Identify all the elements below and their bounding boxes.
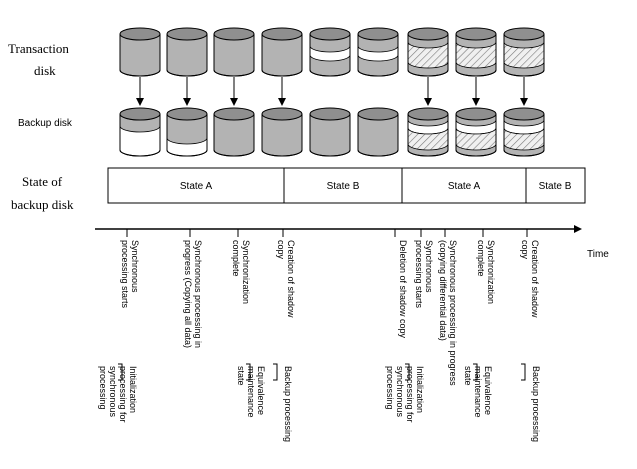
event-label: copy <box>520 240 530 260</box>
bracket-label: Equivalence <box>256 366 266 415</box>
bracket-label: processing <box>98 366 108 410</box>
copy-arrows <box>136 77 528 106</box>
bracket-label: processing for <box>118 366 128 423</box>
event-label: (copying differential data) <box>438 240 448 341</box>
transaction-disk <box>357 27 399 77</box>
bracket-label: Backup processing <box>531 366 541 442</box>
state-label-a1: State A <box>180 181 213 192</box>
event-label: Synchronous processing in progress <box>448 240 458 386</box>
backup-disk <box>309 107 351 157</box>
bracket <box>521 363 526 381</box>
transaction-disk <box>119 27 161 77</box>
backup-disk <box>166 107 208 157</box>
event-label: Synchronous <box>424 240 434 293</box>
bracket <box>273 363 278 381</box>
event-label: Deletion of shadow copy <box>398 240 408 339</box>
transaction-disk <box>455 27 497 77</box>
event-label: copy <box>276 240 286 260</box>
state-label-line2: backup disk <box>11 197 74 212</box>
bracket-label: Backup processing <box>283 366 293 442</box>
bracket-label: processing for <box>405 366 415 423</box>
transaction-disk <box>261 27 303 77</box>
transaction-disk <box>213 27 255 77</box>
bracket <box>246 363 251 381</box>
backup-disk <box>261 107 303 157</box>
bracket-label: maintenance <box>246 366 256 418</box>
backup-disk <box>407 107 449 157</box>
backup-disk <box>119 107 161 157</box>
backup-disk <box>213 107 255 157</box>
state-box-b2 <box>525 167 586 204</box>
event-label: progress (Copying all data) <box>183 240 193 348</box>
state-label-b1: State B <box>327 181 360 192</box>
state-box-a2 <box>401 167 527 204</box>
event-label: Synchronous <box>130 240 140 293</box>
event-label: processing starts <box>414 240 424 309</box>
backup-disk-label: Backup disk <box>18 118 73 129</box>
transaction-disk <box>309 27 351 77</box>
bracket-label: processing <box>385 366 395 410</box>
event-label: complete <box>476 240 486 277</box>
transaction-disk <box>166 27 208 77</box>
backup-disk <box>455 107 497 157</box>
event-label: Synchronization <box>241 240 251 304</box>
bracket-label: Equivalence <box>483 366 493 415</box>
event-label: processing starts <box>120 240 130 309</box>
bracket-label: synchronous <box>395 366 405 418</box>
event-label: Synchronization <box>486 240 496 304</box>
bracket-label: Initialization <box>415 366 425 413</box>
bracket-label: maintenance <box>473 366 483 418</box>
state-box-b1 <box>283 167 403 204</box>
state-label-a2: State A <box>448 181 481 192</box>
event-label: Synchronous processing in <box>193 240 203 348</box>
transaction-disk <box>407 27 449 77</box>
time-label: Time <box>587 249 609 260</box>
transaction-disk-label-line1: Transaction <box>8 41 69 56</box>
state-bar: State A State B State A State B <box>107 167 586 204</box>
state-box-a1 <box>107 167 285 204</box>
bracket-label: Initialization <box>128 366 138 413</box>
event-label: complete <box>231 240 241 277</box>
event-label: Creation of shadow <box>530 240 540 318</box>
bracket-label: state <box>463 366 473 386</box>
state-label-b2: State B <box>539 181 572 192</box>
bracket <box>473 363 478 381</box>
bracket-label: state <box>236 366 246 386</box>
disk-row <box>119 27 545 157</box>
backup-disk <box>503 107 545 157</box>
state-label-line1: State of <box>22 174 63 189</box>
transaction-disk <box>503 27 545 77</box>
bracket-label: synchronous <box>108 366 118 418</box>
backup-disk <box>357 107 399 157</box>
bracket <box>405 363 410 381</box>
event-label: Creation of shadow <box>286 240 296 318</box>
transaction-disk-label-line2: disk <box>34 63 56 78</box>
bracket <box>118 363 123 381</box>
